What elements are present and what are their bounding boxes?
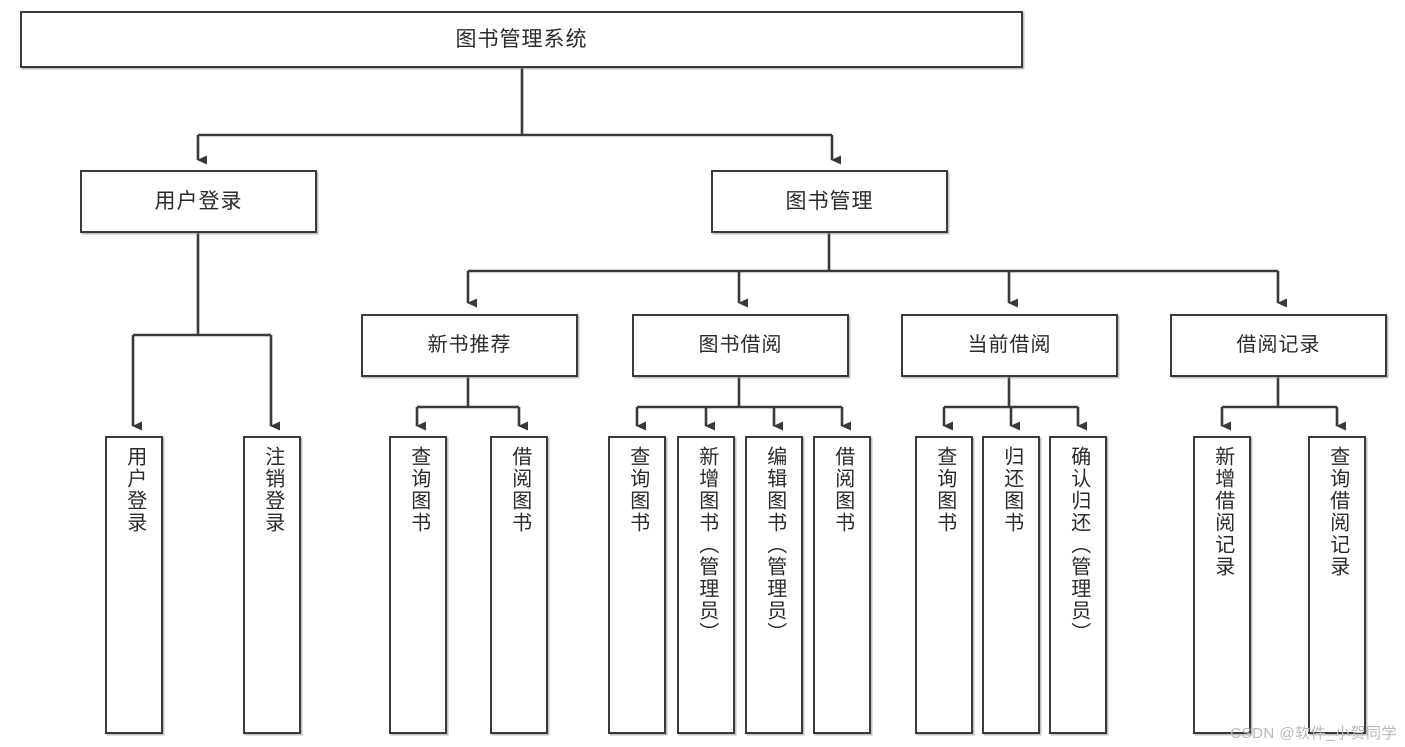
node-leaf-return-book-label: 归还图书 <box>1000 446 1023 534</box>
node-leaf-query-book-1-label: 查询图书 <box>407 446 430 534</box>
node-leaf-query-book-3[interactable]: 查询图书 <box>915 436 973 734</box>
node-borrow-record[interactable]: 借阅记录 <box>1170 314 1387 377</box>
node-leaf-add-record[interactable]: 新增借阅记录 <box>1193 436 1251 734</box>
node-leaf-confirm-return-label: 确认归还（管理员） <box>1067 446 1090 644</box>
node-root-label: 图书管理系统 <box>455 27 588 51</box>
node-leaf-query-book-2-label: 查询图书 <box>626 446 649 534</box>
node-leaf-borrow-book-1[interactable]: 借阅图书 <box>490 436 548 734</box>
node-leaf-return-book[interactable]: 归还图书 <box>982 436 1040 734</box>
node-book-manage-label: 图书管理 <box>785 189 874 213</box>
watermark-text: CSDN @软件_小贺同学 <box>1230 725 1397 742</box>
node-new-book-rec-label: 新书推荐 <box>427 334 512 357</box>
node-current-borrow[interactable]: 当前借阅 <box>901 314 1118 377</box>
node-leaf-query-record[interactable]: 查询借阅记录 <box>1308 436 1366 734</box>
node-leaf-borrow-book-2-label: 借阅图书 <box>831 446 854 534</box>
node-book-borrow[interactable]: 图书借阅 <box>632 314 849 377</box>
node-leaf-confirm-return[interactable]: 确认归还（管理员） <box>1049 436 1107 734</box>
node-current-borrow-label: 当前借阅 <box>967 334 1052 357</box>
node-leaf-logout[interactable]: 注销登录 <box>243 436 301 734</box>
node-leaf-query-book-3-label: 查询图书 <box>933 446 956 534</box>
node-leaf-query-book-2[interactable]: 查询图书 <box>608 436 666 734</box>
node-leaf-edit-book-label: 编辑图书（管理员） <box>763 446 786 644</box>
node-leaf-add-book[interactable]: 新增图书（管理员） <box>677 436 735 734</box>
node-leaf-query-record-label: 查询借阅记录 <box>1326 446 1349 578</box>
node-book-manage[interactable]: 图书管理 <box>711 170 948 233</box>
node-new-book-rec[interactable]: 新书推荐 <box>361 314 578 377</box>
node-root[interactable]: 图书管理系统 <box>20 11 1023 68</box>
node-book-borrow-label: 图书借阅 <box>698 334 783 357</box>
node-borrow-record-label: 借阅记录 <box>1236 334 1321 357</box>
node-leaf-add-book-label: 新增图书（管理员） <box>695 446 718 644</box>
node-leaf-user-login[interactable]: 用户登录 <box>105 436 163 734</box>
node-user-login-label: 用户登录 <box>154 189 243 213</box>
node-leaf-add-record-label: 新增借阅记录 <box>1211 446 1234 578</box>
node-leaf-borrow-book-2[interactable]: 借阅图书 <box>813 436 871 734</box>
node-leaf-borrow-book-1-label: 借阅图书 <box>508 446 531 534</box>
node-user-login[interactable]: 用户登录 <box>80 170 317 233</box>
node-leaf-edit-book[interactable]: 编辑图书（管理员） <box>745 436 803 734</box>
node-leaf-logout-label: 注销登录 <box>261 446 284 534</box>
node-leaf-user-login-label: 用户登录 <box>123 446 146 534</box>
node-leaf-query-book-1[interactable]: 查询图书 <box>389 436 447 734</box>
